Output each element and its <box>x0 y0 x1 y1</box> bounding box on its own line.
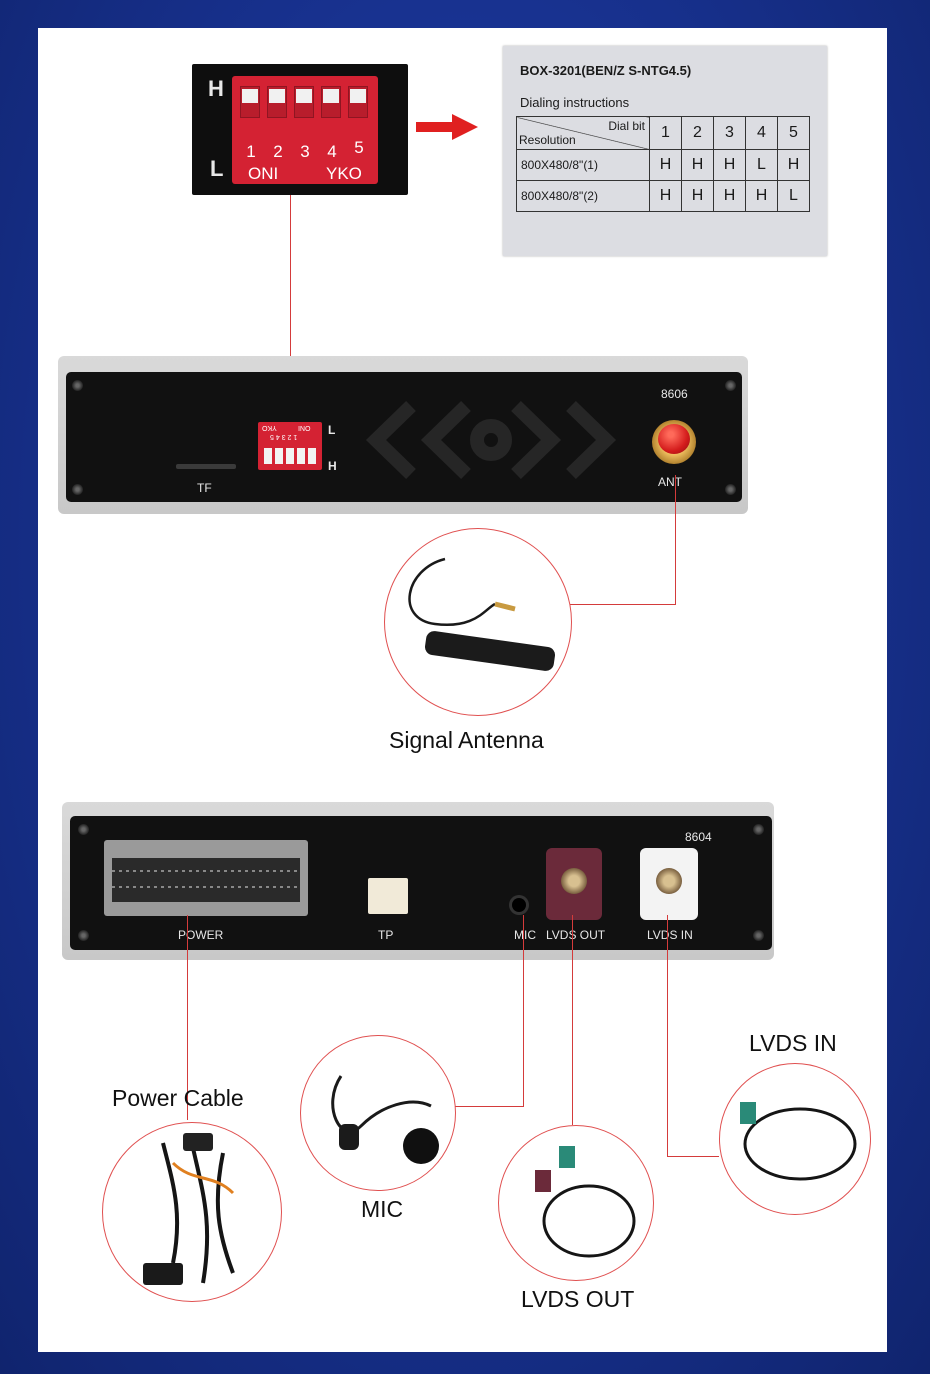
lead-line-mic-h <box>455 1106 524 1107</box>
tp-label: TP <box>378 928 394 942</box>
screw-icon <box>725 380 736 391</box>
lead-line-lvds-in-h <box>667 1156 719 1157</box>
table-row: 800X480/8"(1) H H H L H <box>516 149 810 181</box>
lead-line-lvds-in <box>667 915 668 1157</box>
dip-switch-3 <box>294 86 314 118</box>
front-dip-numbers: 1 2 3 4 5 <box>270 433 298 440</box>
screw-icon <box>78 930 89 941</box>
dialing-instructions-card: BOX-3201(BEN/Z S-NTG4.5) Dialing instruc… <box>503 46 827 256</box>
front-dip-off: YKO <box>262 424 277 431</box>
mic-jack <box>512 898 526 912</box>
dial-table: Dial bit Resolution 1 2 3 4 5 800X480/8"… <box>516 116 810 212</box>
bit-header: 1 <box>649 116 682 150</box>
front-dip-on: ONI <box>298 424 311 431</box>
dip-switch-4 <box>321 86 341 118</box>
screw-icon <box>72 380 83 391</box>
lead-line-antenna-h <box>570 604 676 605</box>
dip-number-5: 5 <box>354 138 364 157</box>
ant-label: ANT <box>658 475 682 489</box>
callout-lvds-in: LVDS IN <box>749 1030 837 1056</box>
screw-icon <box>753 824 764 835</box>
front-dip-l: L <box>328 423 336 437</box>
device-back-face: 8604 POWER TP MIC LVDS OUT LVDS IN <box>70 816 772 950</box>
table-corner-cell: Dial bit Resolution <box>516 116 650 150</box>
vent-pattern-icon <box>365 400 617 480</box>
callout-mic: MIC <box>361 1196 404 1222</box>
front-dip-h: H <box>328 459 337 473</box>
dip-number-2: 2 <box>273 142 283 161</box>
bit-cell: H <box>649 180 682 212</box>
screw-icon <box>72 484 83 495</box>
screw-icon <box>78 824 89 835</box>
callout-antenna: Signal Antenna <box>389 727 544 753</box>
front-dip-switch: YKO ONI 1 2 3 4 5 <box>258 422 322 470</box>
bit-cell: H <box>713 149 746 181</box>
dip-switch-2 <box>267 86 287 118</box>
tf-label: TF <box>197 481 212 495</box>
dip-number-4: 4 <box>327 142 337 161</box>
mic-label: MIC <box>514 928 536 942</box>
lvds-out-connector <box>546 848 602 920</box>
bit-cell: H <box>681 149 714 181</box>
lvds-out-photo <box>498 1125 654 1281</box>
lvds-in-label: LVDS IN <box>647 928 693 942</box>
antenna-photo <box>384 528 572 716</box>
bit-cell: H <box>745 180 778 212</box>
mic-photo <box>300 1035 456 1191</box>
dip-off-label: YKO <box>326 164 362 183</box>
card-subtitle: Dialing instructions <box>520 95 630 110</box>
bit-cell: L <box>745 149 778 181</box>
bit-header: 5 <box>777 116 810 150</box>
tf-card-slot <box>176 464 236 469</box>
screw-icon <box>753 930 764 941</box>
tp-connector <box>368 878 408 914</box>
bit-cell: L <box>777 180 810 212</box>
bit-cell: H <box>649 149 682 181</box>
lead-line-antenna <box>675 475 676 605</box>
dip-low-label: L <box>210 156 224 181</box>
dip-number-3: 3 <box>300 142 310 161</box>
lvds-out-label: LVDS OUT <box>546 928 606 942</box>
dip-switch-1 <box>240 86 260 118</box>
table-header-row: Dial bit Resolution 1 2 3 4 5 <box>516 116 810 150</box>
antenna-cap <box>658 424 690 454</box>
resolution-cell: 800X480/8"(2) <box>516 180 650 212</box>
bit-cell: H <box>681 180 714 212</box>
dip-switch-body: 1 2 3 4 5 ONI YKO <box>232 76 378 184</box>
corner-resolution: Resolution <box>519 133 576 147</box>
bit-header: 3 <box>713 116 746 150</box>
resolution-cell: 800X480/8"(1) <box>516 149 650 181</box>
lvds-in-photo <box>719 1063 871 1215</box>
card-title: BOX-3201(BEN/Z S-NTG4.5) <box>520 63 692 78</box>
lead-line-power <box>187 915 188 1120</box>
lvds-in-connector <box>640 848 698 920</box>
front-model-label: 8606 <box>661 387 688 401</box>
power-connector <box>104 840 308 916</box>
bit-cell: H <box>713 180 746 212</box>
lead-line-mic <box>523 915 524 1107</box>
callout-lvds-out: LVDS OUT <box>521 1286 635 1312</box>
callout-power-cable: Power Cable <box>112 1085 244 1111</box>
bit-header: 4 <box>745 116 778 150</box>
bit-cell: H <box>777 149 810 181</box>
dip-number-1: 1 <box>246 142 256 161</box>
screw-icon <box>725 484 736 495</box>
power-label: POWER <box>178 928 224 942</box>
back-model-label: 8604 <box>685 830 712 844</box>
power-cable-photo <box>102 1122 282 1302</box>
corner-dial-bit: Dial bit <box>608 119 645 133</box>
dip-high-label: H <box>208 76 224 101</box>
lead-line-lvds-out <box>572 915 573 1125</box>
table-row: 800X480/8"(2) H H H H L <box>516 180 810 212</box>
dip-switch-5 <box>348 86 368 118</box>
bit-header: 2 <box>681 116 714 150</box>
device-front-face: 8606 TF YKO ONI 1 2 3 4 5 L H ANT <box>66 372 742 502</box>
arrow-right-icon <box>416 114 478 140</box>
lead-line-dip <box>290 195 291 420</box>
dip-on-label: ONI <box>248 164 279 183</box>
